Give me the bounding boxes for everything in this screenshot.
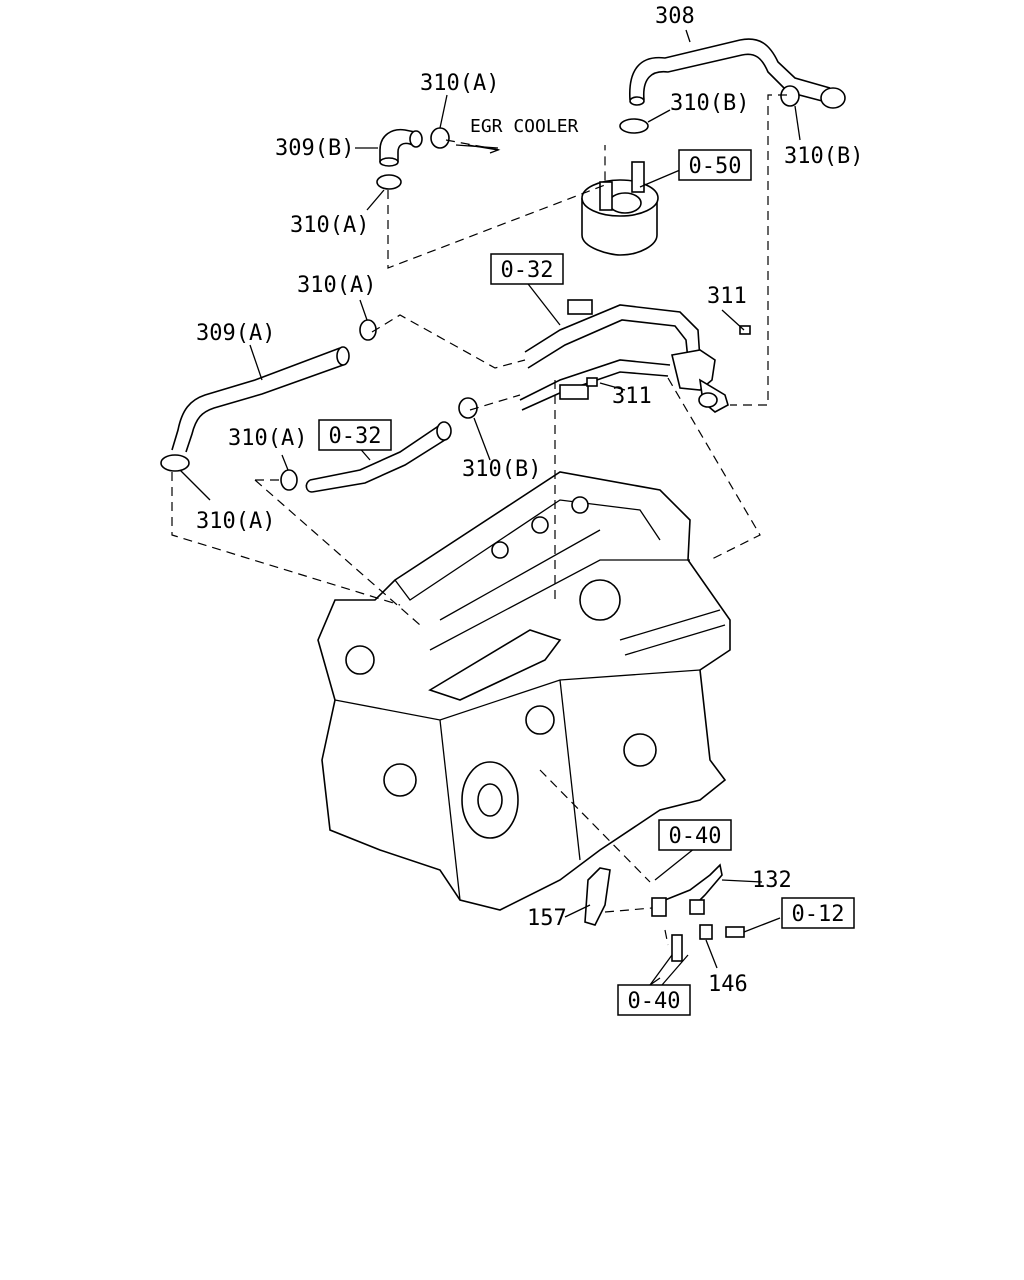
ref-0-40-top: 0-40 (669, 824, 722, 849)
label-309a: 309(A) (196, 321, 275, 346)
label-311-top: 311 (707, 284, 747, 309)
label-egr-cooler: EGR COOLER (470, 116, 579, 137)
label-157: 157 (527, 906, 567, 931)
label-310a-bottom: 310(A) (196, 509, 275, 534)
part-labels: 308 310(A) 309(B) EGR COOLER 310(B) 310(… (196, 4, 863, 997)
ref-0-50: 0-50 (689, 154, 742, 179)
hose-309a (171, 346, 350, 453)
ref-0-40-bottom: 0-40 (628, 989, 681, 1014)
hose-lower (305, 421, 452, 493)
label-308: 308 (655, 4, 695, 29)
label-310b-right: 310(B) (784, 144, 863, 169)
label-309b: 309(B) (275, 136, 354, 161)
sensor-assembly (584, 863, 745, 962)
ref-0-12: 0-12 (792, 902, 845, 927)
label-310a-top: 310(A) (420, 71, 499, 96)
hose-308 (629, 38, 846, 109)
hose-308-end (820, 87, 846, 109)
leader-lines (179, 29, 801, 986)
ref-0-32-left: 0-32 (329, 424, 382, 449)
reference-boxes: 0-50 0-32 0-32 0-40 0-12 0-40 (318, 149, 855, 1016)
hose-309b (379, 128, 423, 167)
connection-lines (171, 94, 787, 946)
label-146: 146 (708, 972, 748, 997)
label-311-mid: 311 (612, 384, 652, 409)
label-310a-mid: 310(A) (297, 273, 376, 298)
label-310b-mid: 310(B) (462, 457, 541, 482)
label-310a-lower: 310(A) (228, 426, 307, 451)
label-132: 132 (752, 868, 792, 893)
label-310b-top: 310(B) (670, 91, 749, 116)
bracket-157 (584, 867, 611, 926)
label-310a-left: 310(A) (290, 213, 369, 238)
engine-block (317, 471, 731, 911)
ref-0-32-top: 0-32 (501, 258, 554, 283)
egr-cooler (581, 161, 659, 256)
bolt-146 (699, 924, 713, 940)
